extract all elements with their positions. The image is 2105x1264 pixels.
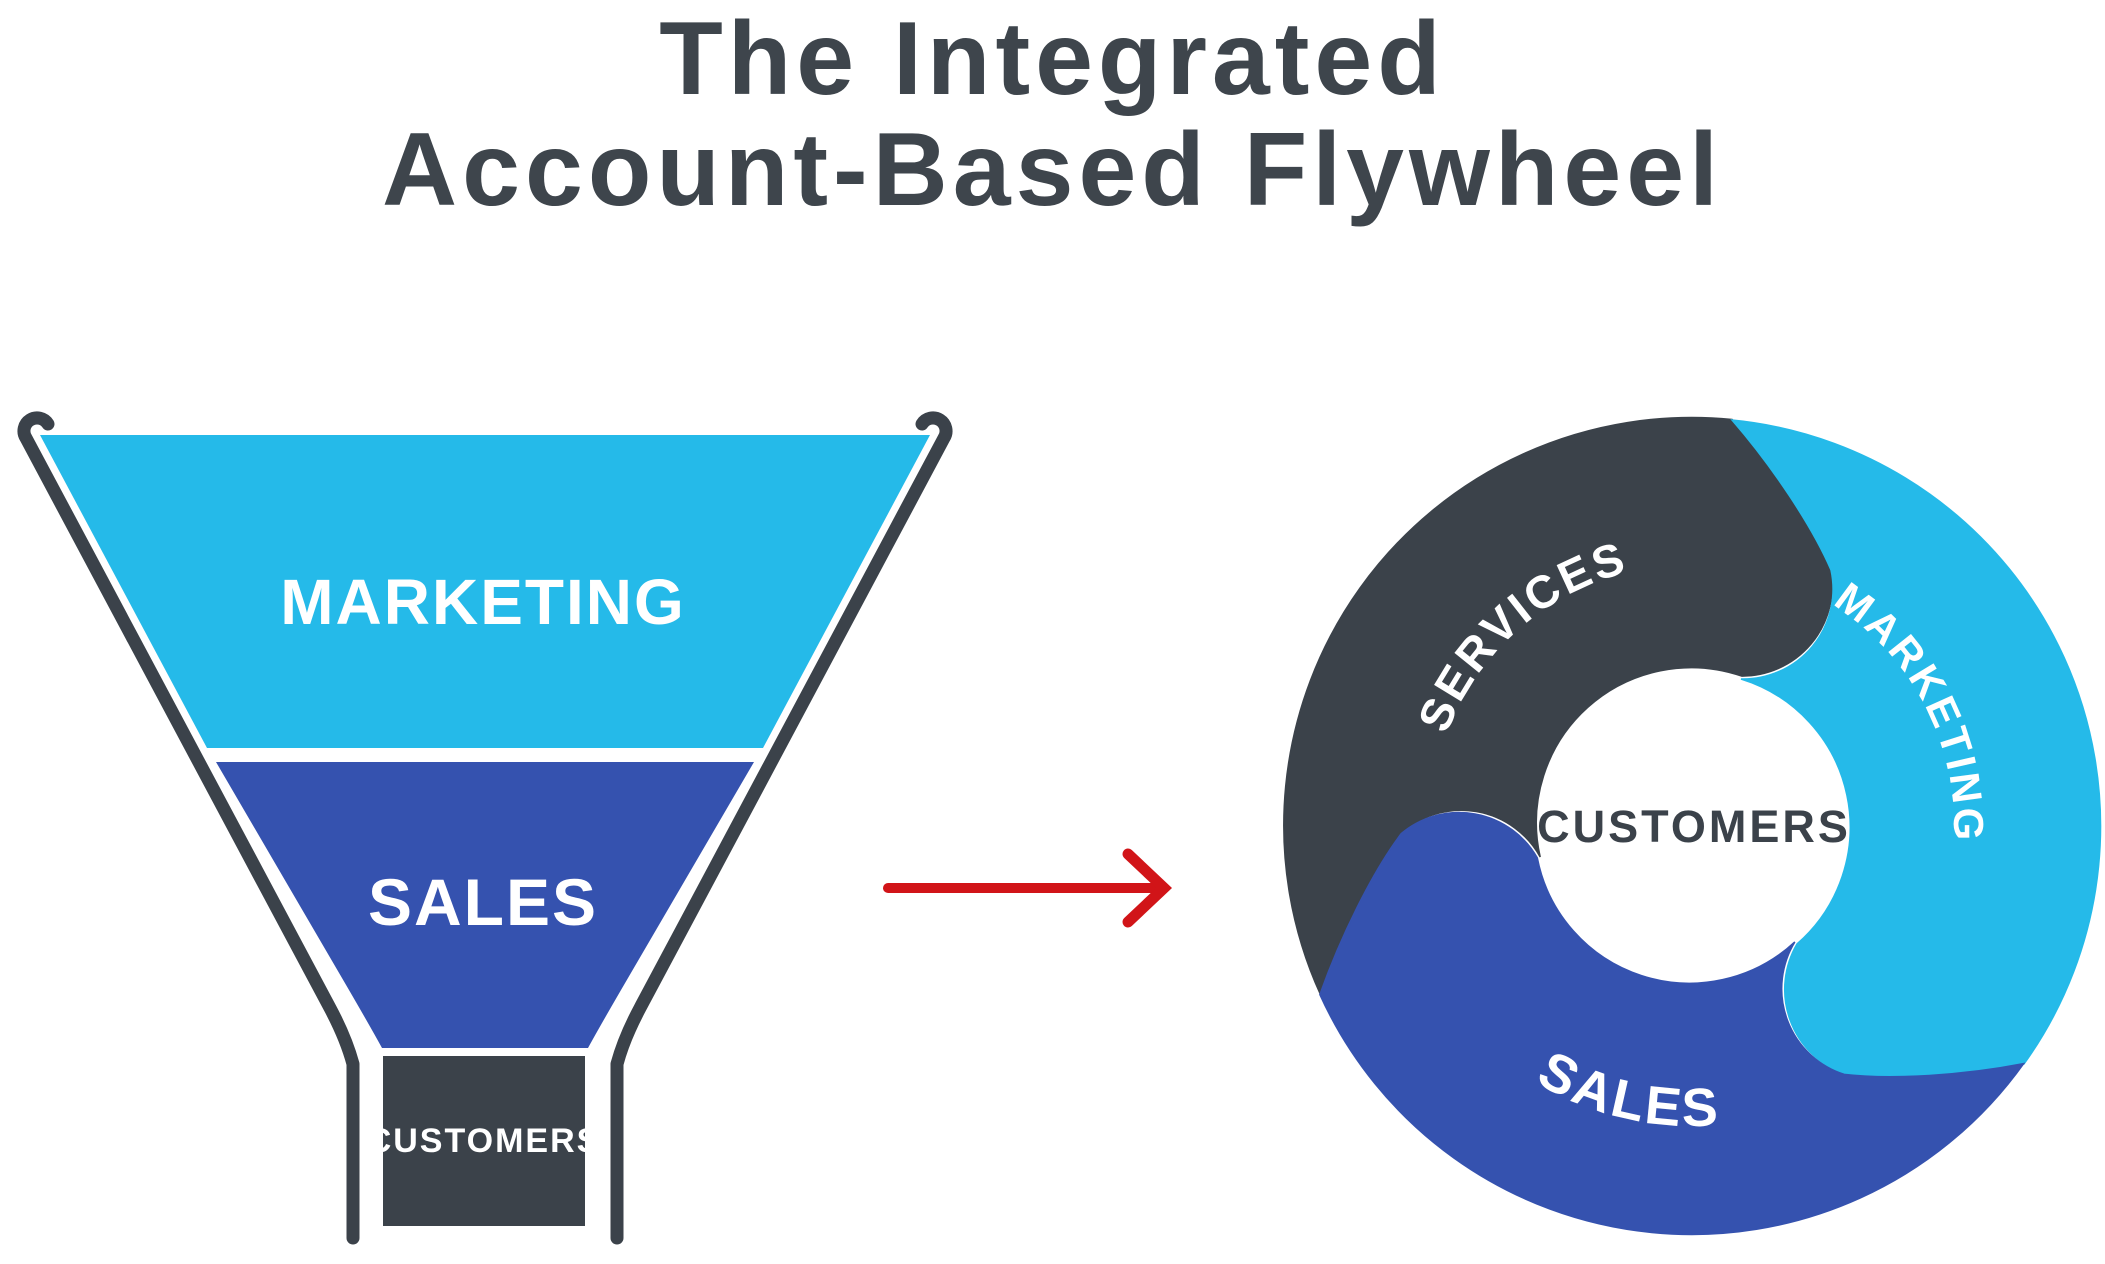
flywheel-center-customers-label: CUSTOMERS — [1537, 801, 1851, 852]
funnel-sales-label: SALES — [368, 865, 598, 939]
funnel-outline-left — [17, 411, 360, 1245]
flywheel-services-segment — [1283, 416, 1833, 997]
funnel-customers-label: CUSTOMERS — [367, 1122, 602, 1160]
title-line-1: The Integrated — [659, 1, 1446, 117]
funnel-outline-right — [610, 411, 953, 1245]
page-title: The Integrated Account-Based Flywheel — [0, 1, 2105, 229]
flywheel-marketing-segment — [1730, 419, 2102, 1078]
funnel-sales-band — [216, 762, 754, 1048]
funnel-diagram: MARKETING SALES CUSTOMERS — [17, 411, 953, 1245]
flywheel-diagram: SERVICES MARKETING SALES CUSTOMERS — [1283, 416, 2102, 1236]
funnel-customers-box — [383, 1056, 585, 1226]
right-arrow-icon — [883, 848, 1173, 928]
funnel-marketing-label: MARKETING — [280, 566, 686, 638]
title-line-2: Account-Based Flywheel — [382, 112, 1723, 229]
flywheel-sales-segment — [1319, 811, 2026, 1236]
funnel-marketing-band — [40, 435, 930, 748]
